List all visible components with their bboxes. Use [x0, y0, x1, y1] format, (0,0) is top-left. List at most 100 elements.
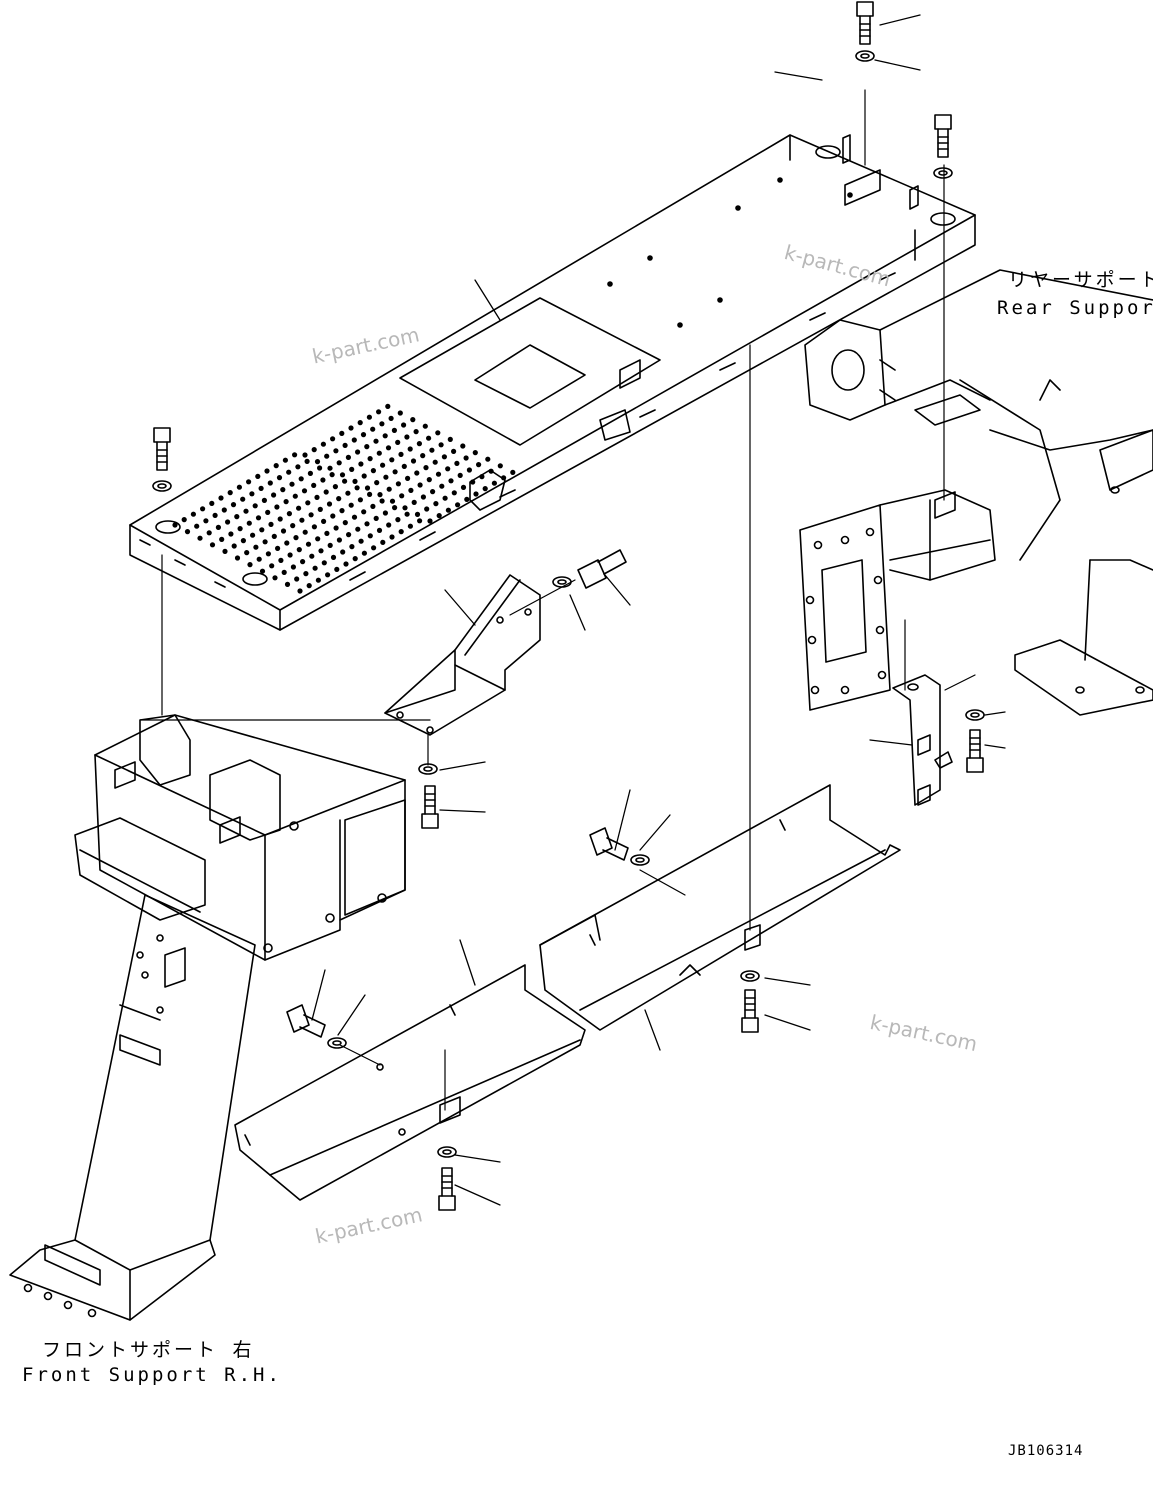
- perforation-hole: [397, 410, 403, 416]
- perforation-hole: [386, 522, 392, 528]
- perforation-hole: [423, 465, 429, 471]
- perforation-hole: [276, 475, 283, 481]
- perforation-hole: [342, 478, 348, 484]
- perforation-hole: [376, 409, 382, 415]
- perforation-hole: [330, 513, 336, 519]
- perforation-hole: [206, 530, 212, 536]
- perforation-hole: [354, 485, 360, 491]
- perforation-hole: [376, 450, 382, 456]
- perforation-hole: [395, 439, 401, 445]
- perforation-hole: [379, 421, 385, 427]
- perforation-hole: [432, 459, 438, 465]
- perforation-hole: [413, 429, 419, 435]
- perforation-hole: [357, 420, 363, 426]
- perforation-hole: [290, 523, 296, 529]
- perforation-hole: [296, 547, 302, 553]
- perforation-hole: [345, 490, 351, 496]
- bolt-shank: [299, 1014, 326, 1038]
- perforation-hole: [380, 462, 386, 468]
- mounting-hole: [647, 255, 653, 261]
- perforation-hole: [267, 480, 273, 486]
- perforation-hole: [274, 504, 280, 510]
- perforation-hole: [367, 456, 373, 462]
- perforation-hole: [258, 485, 264, 491]
- perforation-hole: [380, 539, 386, 546]
- perforation-hole: [297, 588, 303, 594]
- perforation-hole: [304, 458, 310, 464]
- perforation-hole: [255, 515, 262, 521]
- perforation-hole: [320, 441, 326, 447]
- perforation-hole: [364, 521, 370, 527]
- perforation-hole: [424, 506, 430, 512]
- perforation-hole: [318, 548, 324, 554]
- bolt-thread: [937, 136, 949, 150]
- perforation-hole: [401, 463, 407, 469]
- perforation-hole: [231, 543, 237, 549]
- perforation-hole: [252, 503, 258, 509]
- perforation-hole: [330, 436, 336, 442]
- mounting-hole: [717, 297, 723, 303]
- perforation-hole: [388, 415, 394, 421]
- front-support-label-en: Front Support R.H.: [22, 1364, 282, 1386]
- perforation-hole: [181, 517, 187, 523]
- perforation-hole: [255, 473, 261, 479]
- perforation-hole: [305, 500, 311, 506]
- perforation-hole: [435, 430, 441, 436]
- perforation-hole: [292, 493, 298, 499]
- rear-support-label-jp: リヤーサポート: [1008, 269, 1153, 291]
- perforation-hole: [445, 466, 451, 472]
- perforation-hole: [249, 491, 255, 497]
- perforation-hole: [317, 465, 323, 471]
- perforation-hole: [215, 524, 221, 531]
- perforation-hole: [312, 565, 318, 571]
- perforation-hole: [203, 518, 209, 524]
- drawing-code: JB106314: [1008, 1443, 1084, 1459]
- perforation-hole: [451, 448, 457, 454]
- perforation-hole: [308, 512, 314, 518]
- perforation-hole: [417, 518, 423, 524]
- perforation-hole: [306, 583, 312, 589]
- bolt-head: [966, 757, 984, 773]
- perforation-hole: [410, 458, 417, 464]
- perforation-hole: [271, 492, 277, 498]
- perforation-hole: [404, 511, 410, 517]
- perforation-hole: [296, 505, 302, 511]
- perforation-hole: [430, 489, 436, 495]
- bolt-thread: [441, 1175, 453, 1189]
- bolt-shank: [602, 837, 629, 861]
- perforation-hole: [427, 518, 433, 524]
- perforation-hole: [294, 576, 300, 582]
- perforation-hole: [278, 557, 284, 564]
- bolt-thread: [424, 793, 436, 807]
- washer: [933, 167, 953, 179]
- perforation-hole: [329, 472, 335, 478]
- perforation-hole: [280, 487, 286, 493]
- perforation-hole: [303, 571, 309, 577]
- perforation-hole: [262, 539, 268, 545]
- perforation-hole: [374, 480, 380, 486]
- perforation-hole: [385, 445, 392, 451]
- washer-hole: [860, 53, 870, 59]
- perforation-hole: [366, 414, 372, 420]
- perforation-hole: [379, 498, 385, 504]
- perforation-hole: [281, 569, 287, 576]
- perforation-hole: [269, 563, 275, 569]
- perforation-hole: [448, 478, 454, 484]
- perforation-hole: [405, 475, 411, 481]
- perforation-hole: [320, 477, 326, 483]
- perforation-hole: [382, 433, 388, 439]
- washer: [630, 854, 650, 866]
- perforation-hole: [463, 455, 469, 461]
- perforation-hole: [370, 503, 376, 509]
- perforation-hole: [302, 452, 308, 458]
- bolt-thread: [156, 449, 168, 463]
- perforation-hole: [426, 435, 432, 441]
- bolt-head: [153, 427, 171, 443]
- perforation-hole: [367, 491, 373, 497]
- perforation-hole: [197, 535, 203, 541]
- perforation-hole: [336, 537, 342, 543]
- perforation-hole: [273, 463, 279, 469]
- bolt-head: [286, 1004, 310, 1033]
- perforation-hole: [234, 555, 241, 561]
